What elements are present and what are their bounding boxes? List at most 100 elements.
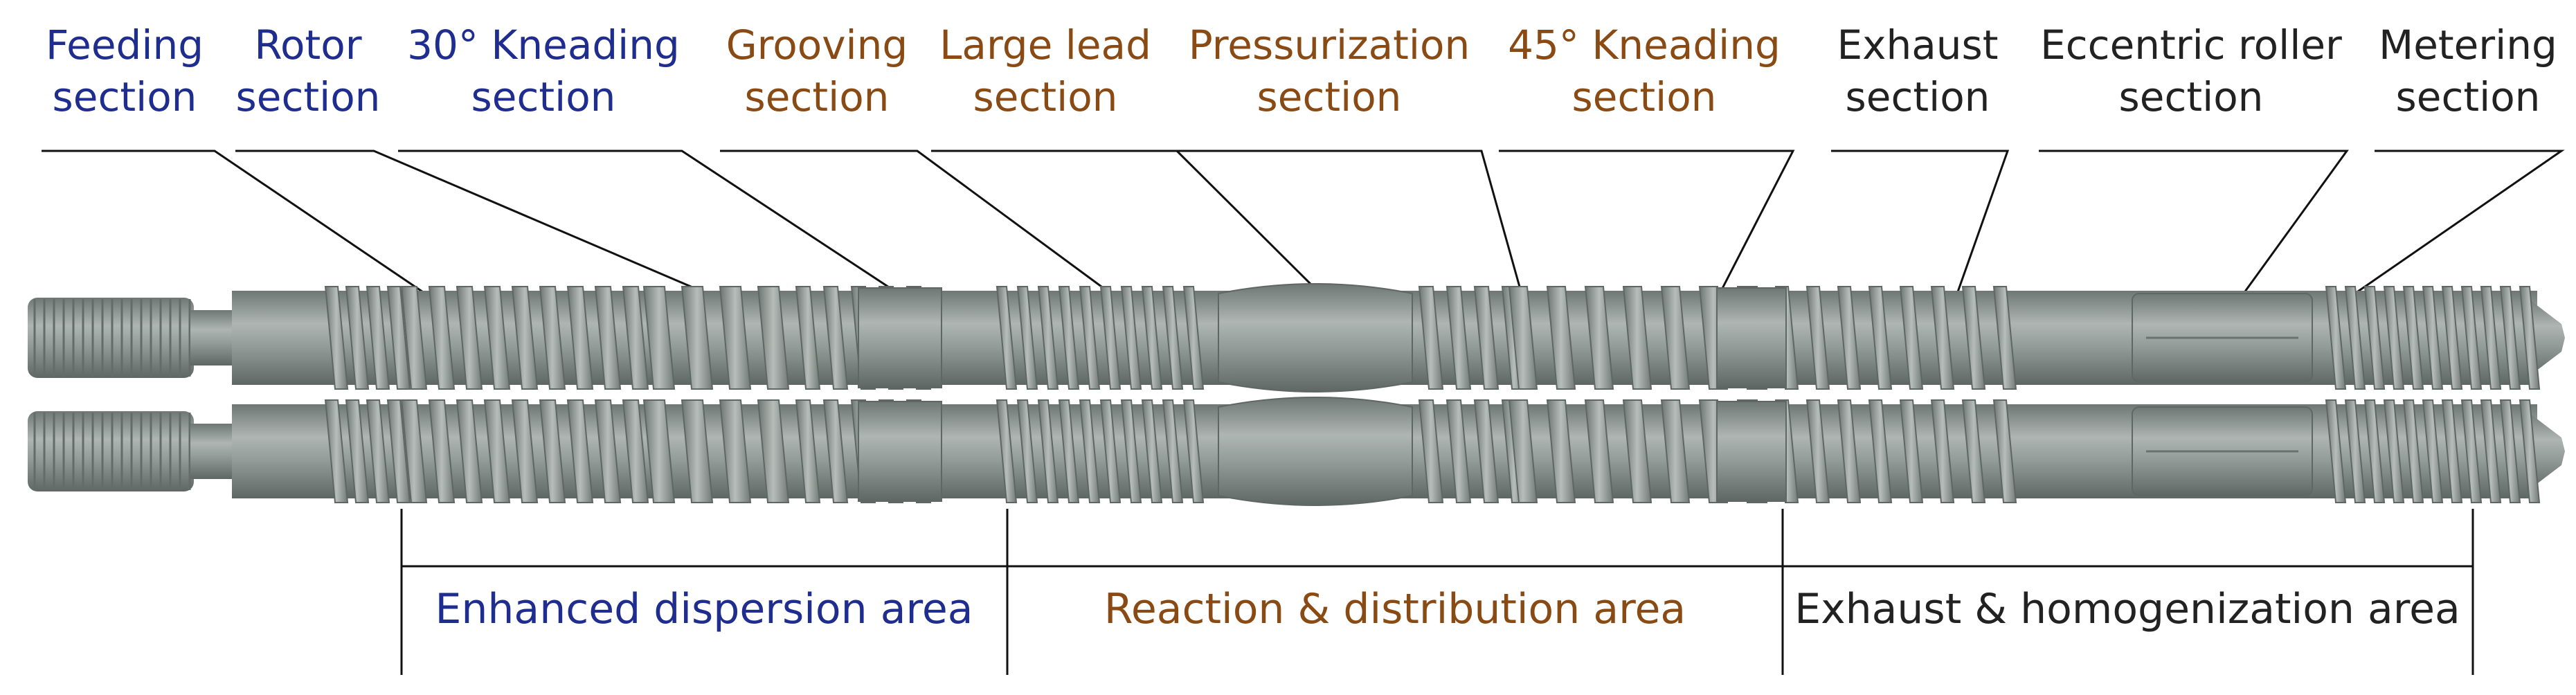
leader-line-exhaust <box>1831 150 2010 298</box>
screw-flight <box>795 399 821 503</box>
screw-flight <box>2499 399 2521 503</box>
neck <box>190 310 232 365</box>
screw-flight <box>719 399 752 503</box>
screw-flight <box>2422 286 2444 390</box>
section-label-kneading-45: 45° Kneading section <box>1508 21 1781 120</box>
screw-flight <box>1058 286 1080 390</box>
screw-flight <box>2325 399 2347 503</box>
section-label-line1: Grooving <box>726 21 908 69</box>
screw-flight <box>456 286 483 390</box>
area-label-exhaust-homogenization: Exhaust & homogenization area <box>1794 585 2460 633</box>
section-label-eccentric-roller: Eccentric roller section <box>2040 21 2342 120</box>
screw-flight <box>996 286 1018 390</box>
screw-flight <box>642 286 676 390</box>
screw-flight <box>386 286 411 390</box>
screw-flight <box>1037 399 1059 503</box>
screw-flight <box>1660 286 1691 390</box>
twin-screw-assembly <box>28 283 2565 506</box>
screw-flight <box>1899 399 1924 503</box>
screw-flight <box>366 286 390 390</box>
screw-flight <box>681 399 714 503</box>
leader-line-pressurization <box>1177 150 1524 300</box>
kneading-block <box>858 287 942 388</box>
screw-flight <box>1418 286 1444 390</box>
screw-flight <box>1182 399 1205 503</box>
section-label-line2: section <box>2119 73 2264 120</box>
leader-line-grooving <box>720 150 1115 298</box>
screw-flight <box>1805 286 1830 390</box>
section-label-line1: Large lead <box>939 21 1151 69</box>
screw-flight <box>1473 399 1499 503</box>
screw-flight <box>1445 399 1472 503</box>
section-label-line1: Eccentric roller <box>2040 21 2342 69</box>
screw-flight <box>2325 286 2347 390</box>
screw-flight <box>1016 286 1038 390</box>
screw-flight <box>2499 286 2521 390</box>
screw-flight <box>428 399 456 503</box>
screw-flight <box>1660 399 1691 503</box>
screw-flight <box>539 399 566 503</box>
pressurization-element <box>1218 397 1413 506</box>
section-label-line2: section <box>236 73 381 120</box>
screw-flight <box>2402 286 2424 390</box>
screw-flight <box>1930 286 1955 390</box>
screw-flight <box>622 399 649 503</box>
screw-flight <box>324 399 349 503</box>
section-label-line2: section <box>471 73 616 120</box>
spline-end <box>28 411 194 491</box>
leader-line-large-lead <box>931 150 1327 300</box>
screw-flight <box>2460 399 2483 503</box>
section-label-line1: Rotor <box>254 21 361 69</box>
screw-flight <box>345 399 370 503</box>
section-label-line1: 45° Kneading <box>1508 21 1781 69</box>
screw-flight <box>2460 286 2483 390</box>
screw-flight <box>757 399 790 503</box>
screw-flight <box>1182 286 1205 390</box>
screw-flight <box>996 399 1018 503</box>
screw-flight <box>822 399 849 503</box>
screw-flight <box>757 286 790 390</box>
section-label-metering: Metering section <box>2379 21 2557 120</box>
screw-flight <box>324 286 349 390</box>
screw-flight <box>400 286 428 390</box>
kneading-block <box>1716 401 1787 502</box>
screw-flight <box>2363 286 2386 390</box>
section-label-line2: section <box>53 73 197 120</box>
screw-flight <box>594 286 622 390</box>
section-label-line1: Metering <box>2379 21 2557 69</box>
section-label-pressurization: Pressurization section <box>1189 21 1470 120</box>
leader-line-kneading-30 <box>398 150 908 300</box>
neck <box>190 424 232 479</box>
screw-flight <box>1837 286 1862 390</box>
screw-flight <box>456 399 483 503</box>
screw-shaft-bottom <box>28 397 2565 506</box>
screw-flight <box>2402 399 2424 503</box>
screw-flight <box>1120 286 1142 390</box>
section-label-line2: section <box>973 73 1118 120</box>
screw-flight <box>1079 399 1101 503</box>
section-label-line1: 30° Kneading <box>407 21 680 69</box>
section-label-line2: section <box>1846 73 1990 120</box>
kneading-block <box>858 401 942 502</box>
screw-flight <box>366 399 390 503</box>
area-label-reaction-distribution: Reaction & distribution area <box>1104 585 1686 633</box>
screw-flight <box>1508 399 1538 503</box>
screw-flight <box>1837 399 1862 503</box>
screw-flight <box>822 286 849 390</box>
screw-flight <box>2480 286 2502 390</box>
screw-flight <box>2363 399 2386 503</box>
screw-flight <box>2422 399 2444 503</box>
screw-flight <box>681 286 714 390</box>
screw-flight <box>428 286 456 390</box>
screw-flight <box>1805 399 1830 503</box>
screw-flight <box>2441 286 2463 390</box>
screw-flight <box>795 286 821 390</box>
screw-flight <box>1508 286 1538 390</box>
screw-flight <box>2480 399 2502 503</box>
section-label-kneading-30: 30° Kneading section <box>407 21 680 120</box>
screw-flight <box>511 286 539 390</box>
spline-end <box>28 298 194 378</box>
area-brackets: Enhanced dispersion area Reaction & dist… <box>400 509 2474 675</box>
screw-flight <box>539 286 566 390</box>
